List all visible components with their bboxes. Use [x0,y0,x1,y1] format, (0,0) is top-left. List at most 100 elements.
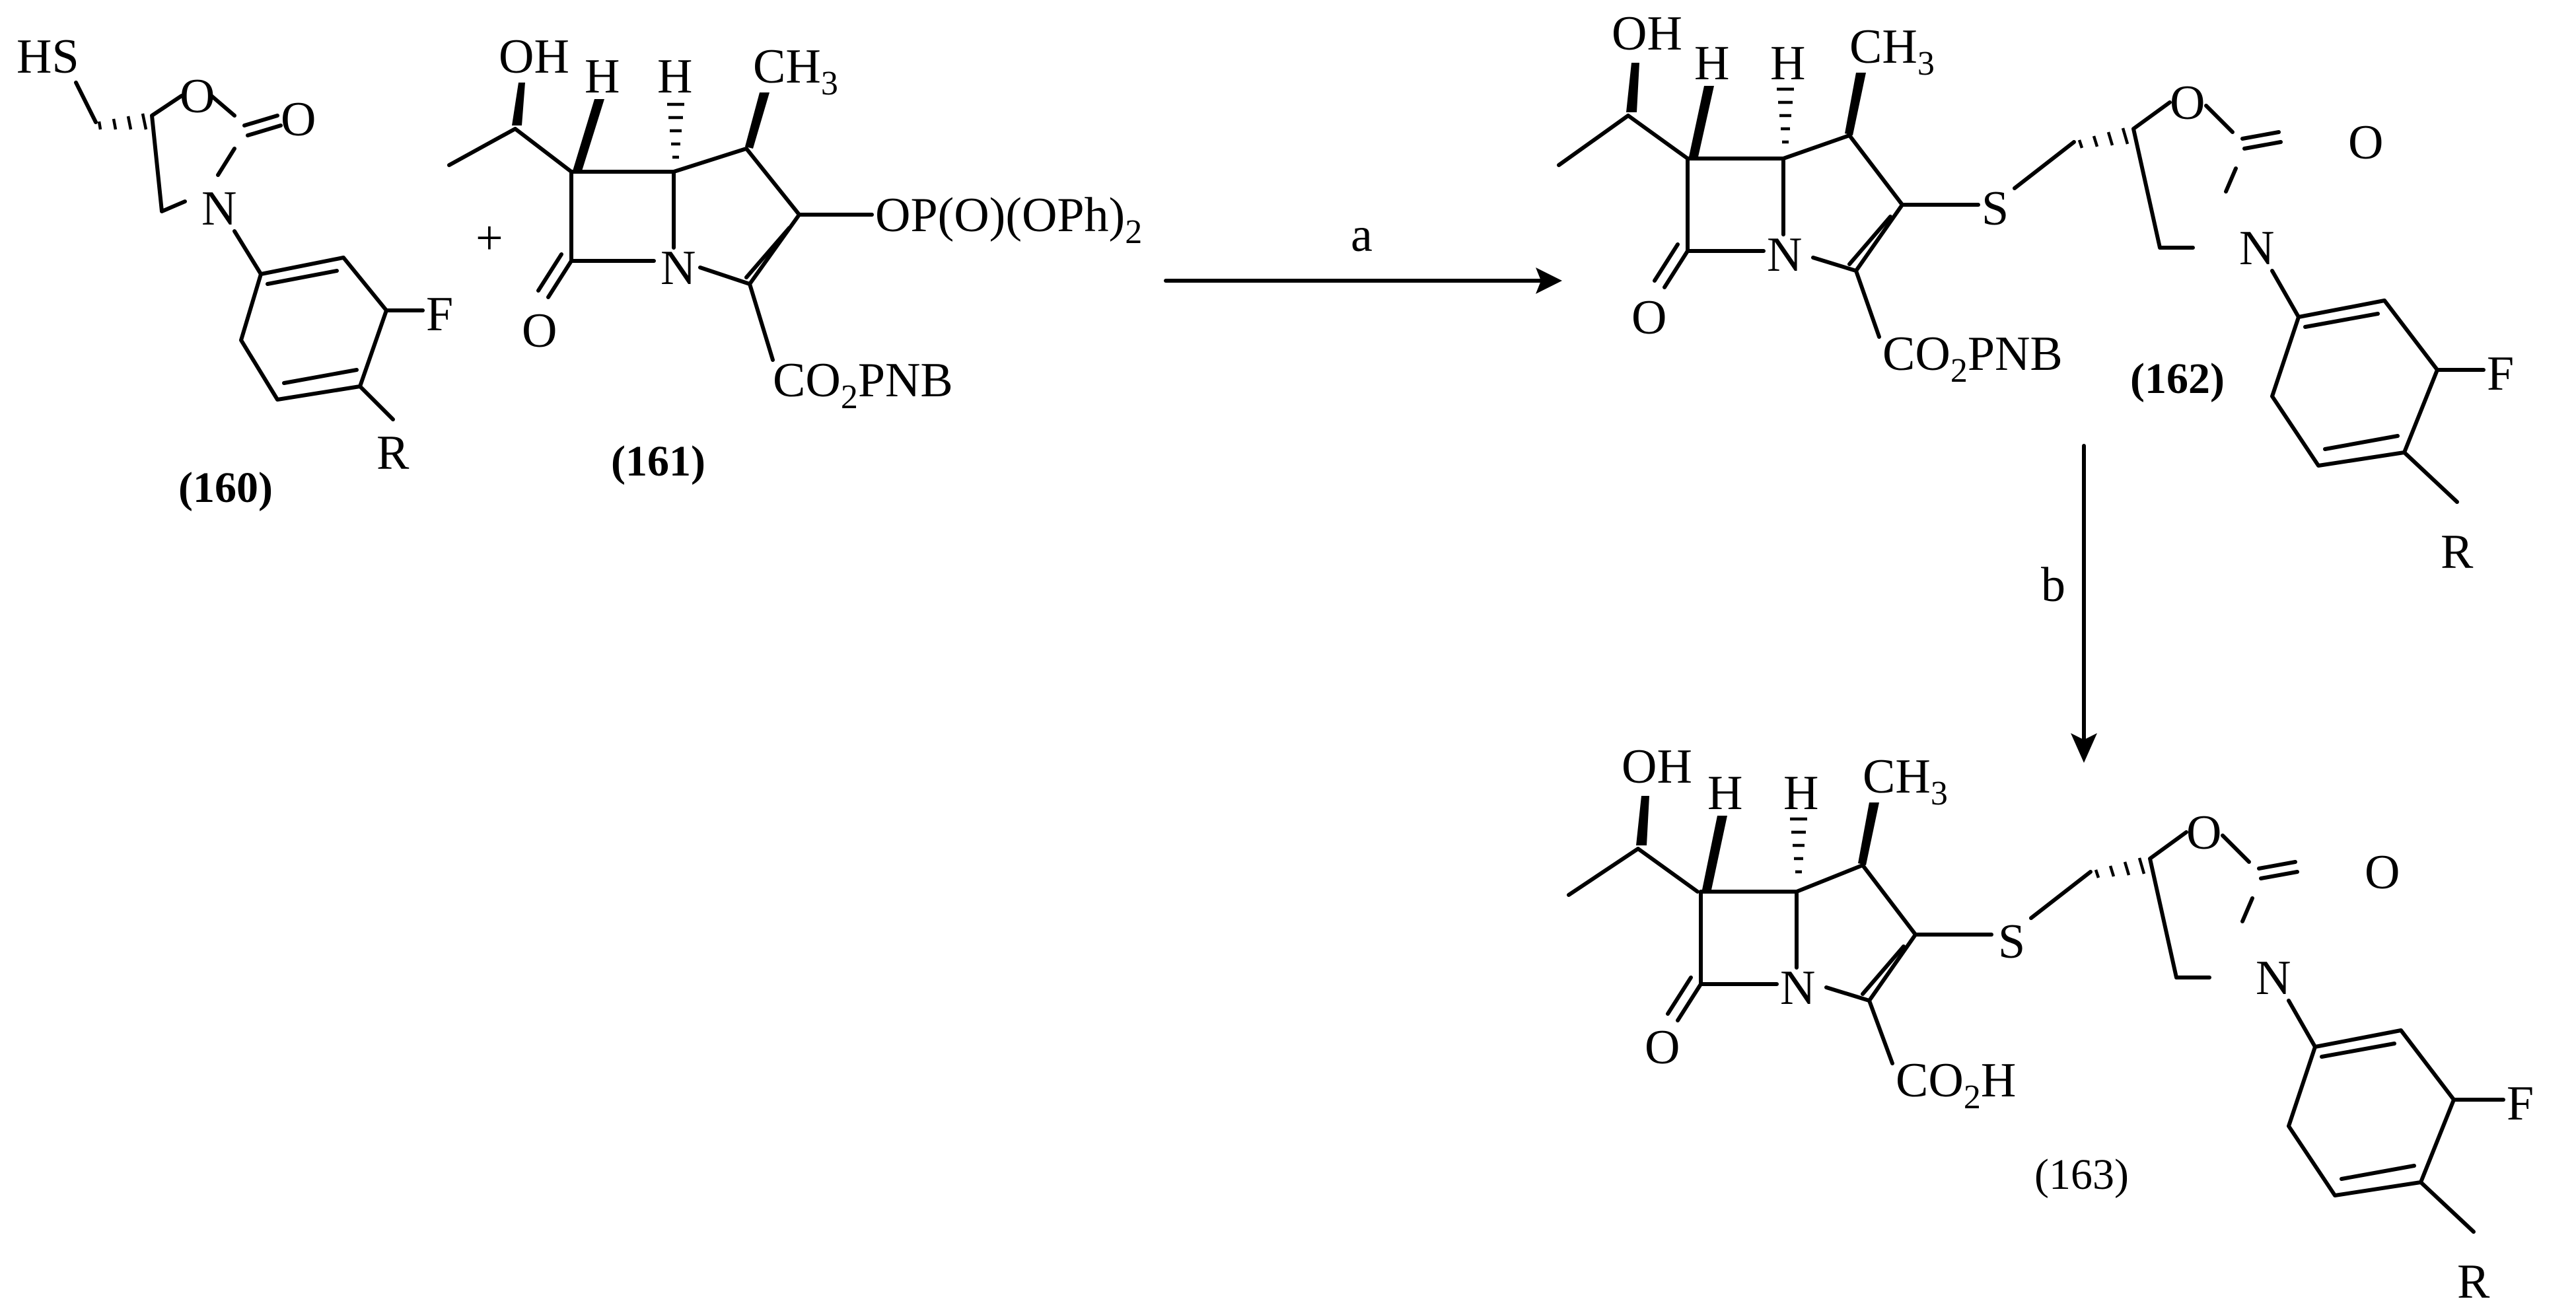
keto-oxygen: O [1645,1020,1680,1075]
carbonyl-double-bond [2240,130,2283,151]
compound-label-161: (161) [611,437,705,485]
arrow-head [1536,267,1562,294]
sulfur: S [1998,915,2025,969]
wedge-bond [512,83,525,125]
carbonyl-oxygen: O [2365,845,2400,900]
hydroxyl-label: OH [1622,740,1692,794]
wedge-bond [1626,63,1639,112]
carbonyl-oxygen: O [281,92,316,147]
bond [1567,847,1699,897]
h-text: H [1981,1053,2016,1108]
keto-bond [1653,242,1690,289]
sulfur: S [1982,182,2009,236]
ring-nitrogen: N [2239,221,2274,275]
opo-text: OP(O)(OPh) [875,188,1125,242]
wedge-bond [572,99,604,173]
compound-163: OH H H CH3 O N S [1567,740,2534,1309]
reaction-arrow-a: a [1164,208,1562,294]
c-acid-bond [1867,999,1894,1065]
arrow-head [2071,733,2097,763]
ring-nitrogen: N [2256,951,2291,1005]
phenyl-ring [2270,299,2439,468]
carbonyl-double-bond [2257,860,2299,880]
ring-oxygen: O [2186,806,2221,860]
methyl-label: CH3 [1849,20,1935,83]
h-atom: H [1783,766,1818,820]
keto-bond [1666,976,1703,1022]
compound-label-162: (162) [2130,355,2225,403]
wedge-bond [1701,816,1727,893]
subscript: 3 [821,65,838,102]
condition-b: b [2041,558,2065,612]
hs-label: HS [17,30,79,84]
c-c-double-bond [1861,944,1906,996]
keto-oxygen: O [1631,291,1666,345]
ester-label: CO2PNB [773,353,953,416]
phenyl-ring [239,256,388,402]
ch-text: CH [1849,20,1917,74]
bond [74,81,98,124]
h-atom: H [657,50,692,104]
h-atom: H [585,50,620,104]
acid-label: CO2H [1896,1053,2016,1116]
nitrogen: N [661,241,696,295]
hydroxyl-label: OH [1612,7,1682,61]
compound-162: OH H H CH3 O N S [1557,7,2514,579]
keto-oxygen: O [522,304,557,358]
beta-lactam-ring [569,170,676,263]
c-r-bond [358,384,395,421]
hashed-bond [2094,857,2146,878]
condition-a: a [1351,208,1373,262]
ring-oxygen: O [2170,76,2205,130]
subscript: 3 [1931,775,1948,812]
c-ester-bond [1854,269,1881,339]
nitrogen: N [1767,228,1802,282]
fluorine: F [2507,1077,2534,1131]
wedge-bond [745,92,769,149]
ch-text: CH [753,40,821,94]
n-aryl-bond [2287,999,2317,1049]
co-text: CO [773,353,841,408]
n-aryl-bond [2270,269,2301,319]
bond [447,127,573,174]
wedge-bond [1858,802,1879,865]
c-r-bond [2402,450,2459,504]
bond [1557,114,1690,167]
compound-161: OH H H CH3 O N OP(O)(OPh)2 CO2PNB (16 [447,30,1142,485]
n-aryl-bond [233,229,263,276]
subscript: 2 [841,378,858,416]
nitrogen: N [1780,961,1815,1015]
ester-label: CO2PNB [1882,327,2063,390]
pnb-text: PNB [1968,327,2063,381]
subscript: 2 [1964,1079,1981,1116]
pnb-text: PNB [858,353,953,408]
r-group: R [2441,525,2474,579]
ch-text: CH [1863,750,1931,804]
compound-label-163: (163) [2034,1151,2129,1199]
c-c-double-bond [744,226,791,279]
hashed-bond [1777,87,1794,144]
reaction-arrow-b: b [2041,444,2097,763]
h-atom: H [1770,36,1805,90]
fluorine: F [426,287,453,341]
co-text: CO [1882,327,1950,381]
compound-label-160: (160) [178,464,273,512]
wedge-bond [1688,86,1714,160]
ring-nitrogen: N [201,182,236,236]
h-atom: H [1707,766,1742,820]
r-group: R [376,426,410,480]
h-atom: H [1694,36,1729,90]
hashed-bond [667,102,684,159]
hashed-bond [1790,817,1807,874]
methyl-label: CH3 [753,40,838,102]
co-text: CO [1896,1053,1964,1108]
subscript: 3 [1917,45,1935,83]
carbonyl-oxygen: O [2348,116,2383,170]
s-ch2-bond [2029,870,2093,920]
r-group: R [2457,1255,2490,1309]
wedge-bond [1845,73,1866,135]
plus-sign: + [476,211,503,266]
compound-160: HS O O N F R (160) [17,30,453,512]
ring-oxygen: O [180,69,215,124]
